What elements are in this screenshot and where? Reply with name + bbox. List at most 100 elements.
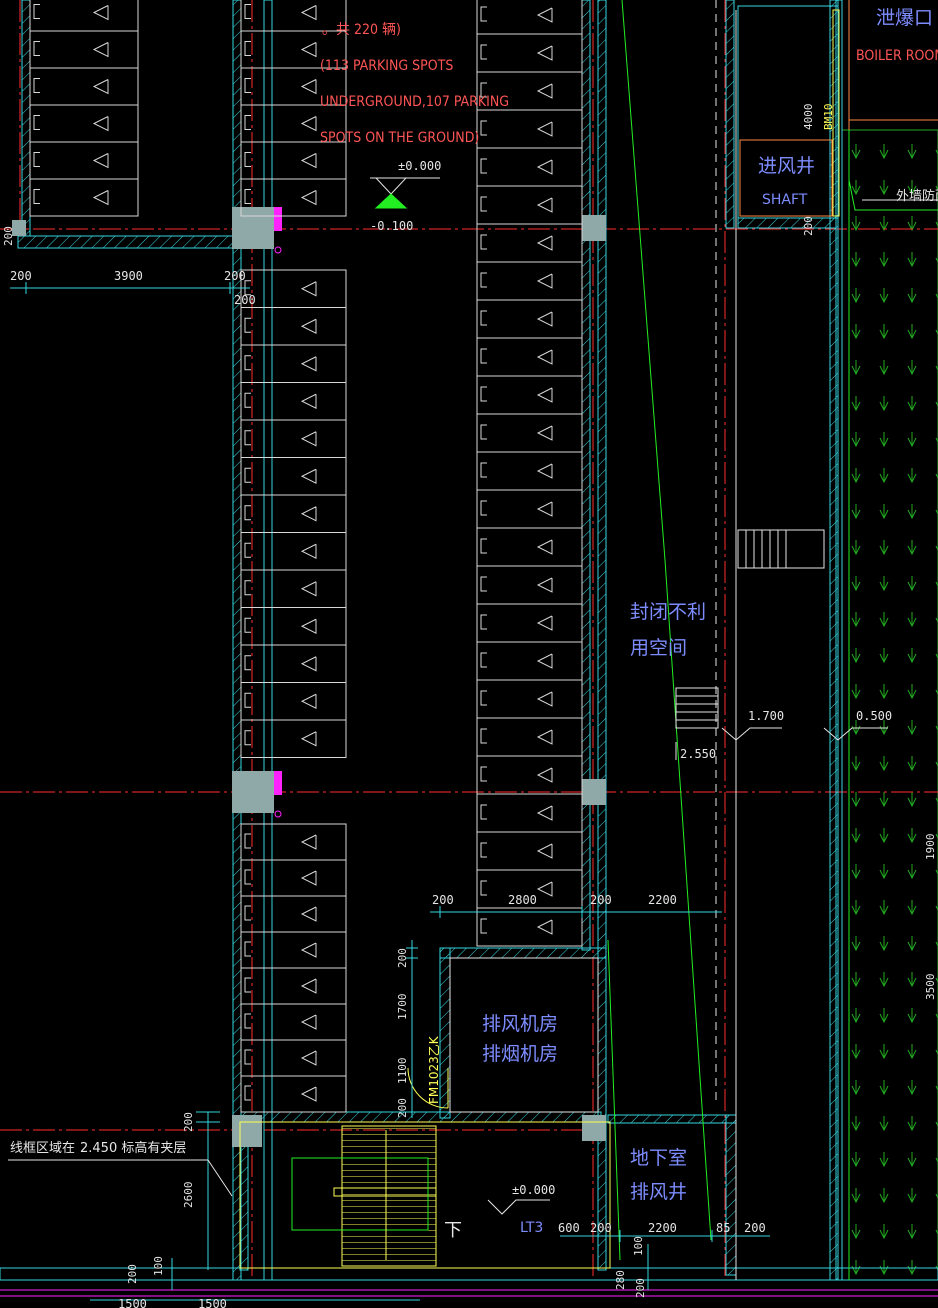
dim-v200b: 200 [396,1098,409,1118]
parking-stop [33,189,40,204]
parking-arrow [300,393,317,410]
parking-arrow [536,273,553,289]
parking-stop [244,1013,251,1029]
parking-stop [480,842,487,858]
fan-room [407,957,599,1113]
parking-stall [240,569,347,608]
parking-stall [240,382,347,421]
level-top-label: ±0.000 [398,159,441,173]
parking-stop [480,614,487,630]
parking-arrow [536,615,553,631]
parking-arrow [536,83,553,99]
parking-arrow [536,197,553,213]
level-050: 0.500 [856,709,892,723]
parking-arrow [300,942,317,958]
soil-mark [935,1013,938,1020]
parking-stall [29,141,139,180]
parking-stop [480,348,487,364]
parking-stop [244,833,251,849]
parking-stall [476,185,583,225]
parking-arrow [300,656,317,672]
dim-v100b: 100 [632,1236,645,1256]
parking-stall [29,0,139,32]
parking-stop [480,538,487,554]
parking-stop [244,41,251,56]
parking-stop [244,1085,251,1101]
dim-v200d: 200 [126,1264,139,1284]
parking-stop [480,424,487,440]
columns [12,207,606,1147]
parking-stall [476,793,583,833]
parking-arrow [300,1086,317,1102]
dim-3500: 3500 [924,974,937,1001]
fan-room-label-2: 排烟机房 [482,1043,558,1065]
magenta-markers [274,207,282,818]
parking-arrow [536,653,553,669]
soil-mark [935,401,938,408]
parking-stop [244,392,251,408]
soil-mark [935,149,938,156]
parking-stall [476,223,583,263]
parking-stall [240,1003,347,1041]
parking-note-2: UNDERGROUND,107 PARKING [320,94,509,110]
parking-arrow [536,691,553,707]
parking-stop [244,189,251,204]
parking-stall [240,307,347,346]
parking-stall [240,178,347,217]
dim-3900: 3900 [114,269,143,283]
parking-arrow [536,539,553,555]
dim-1900: 1900 [924,834,937,861]
parking-stop [480,196,487,212]
soil-mark [935,1049,938,1056]
parking-arrow [300,42,317,58]
parking-stop [480,690,487,706]
boiler-en-label: BOILER ROOM [856,48,938,64]
parking-stall [476,413,583,453]
level-170: 1.700 [748,709,784,723]
parking-stop [244,977,251,993]
boiler-room [737,0,938,219]
stair-code-label: LT3 [520,1220,543,1236]
leader-lines [8,199,938,1197]
parking-stop [480,272,487,288]
parking-arrow [300,618,317,635]
dim-2800: 2800 [508,893,537,907]
parking-arrow [300,116,317,132]
basement-shaft-label-1: 地下室 [630,1147,687,1169]
parking-arrow [300,281,317,297]
stair-down-label: 下 [444,1220,462,1241]
parking-stop [244,655,251,671]
parking-arrow [92,116,109,132]
soil-mark [935,689,938,696]
parking-arrow [300,978,317,994]
parking-stop [480,918,487,934]
dim-4000: 4000 [802,104,815,131]
parking-stop [244,78,251,93]
parking-stall [240,682,347,721]
parking-stop [244,1049,251,1065]
parking-stop [480,234,487,250]
parking-stop [244,941,251,957]
soil-mark [935,833,938,840]
parking-stall [476,147,583,187]
parking-stop [480,462,487,478]
parking-stall [240,859,347,897]
soil-mark [935,977,938,984]
parking-stall [476,755,583,795]
parking-stop [244,505,251,521]
parking-arrow [536,7,553,23]
dim-200-n: 200 [590,1221,612,1235]
parking-arrow [300,79,317,95]
parking-stop [244,430,251,446]
parking-stop [480,120,487,136]
parking-arrow [300,543,317,560]
parking-stall [240,344,347,383]
parking-arrow [300,906,317,922]
mezzanine-note-2: 2.450 标高有夹层 [80,1140,186,1156]
parking-stall [476,641,583,681]
dim-200c: 200 [234,293,256,307]
soil-mark [935,1085,938,1092]
parking-arrow [92,190,109,206]
soil-mark [935,185,938,192]
dim-2200b: 2200 [648,1221,677,1235]
